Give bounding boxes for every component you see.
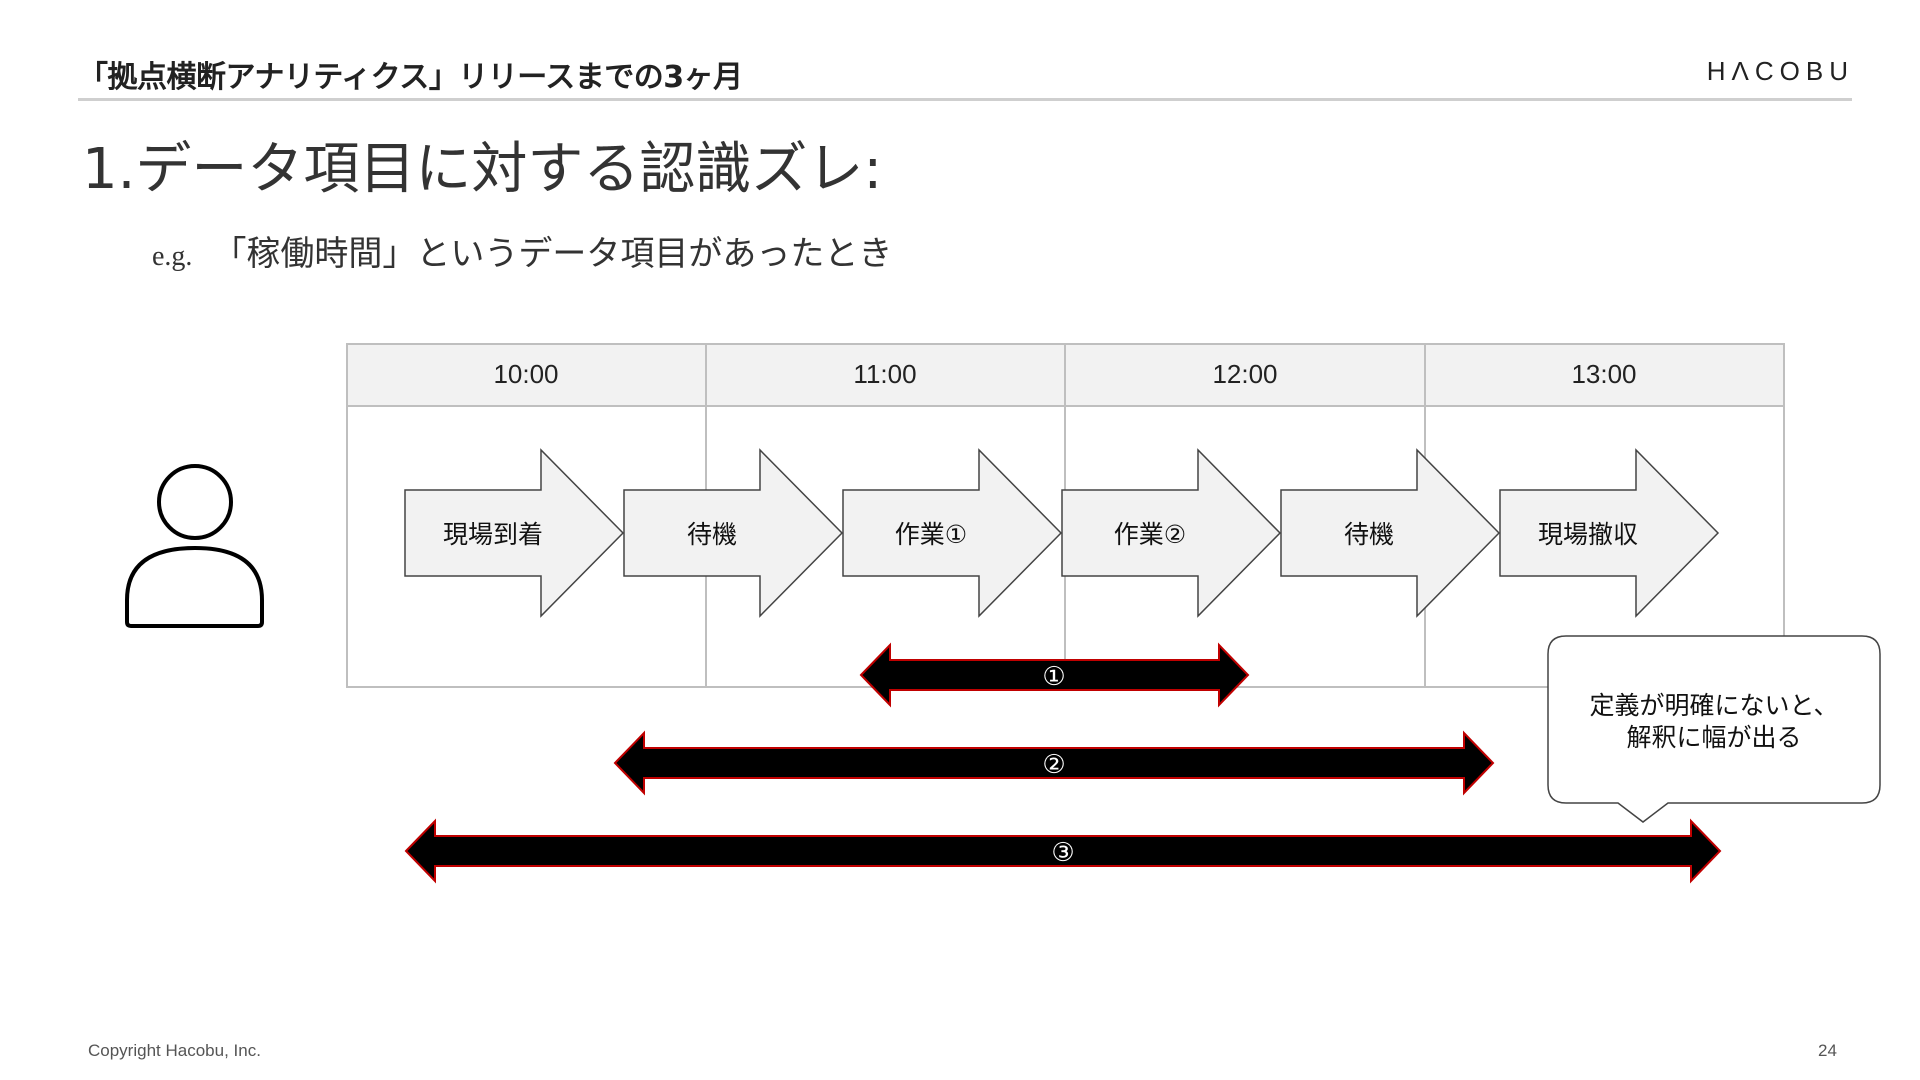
page-number: 24 (1818, 1041, 1837, 1060)
example-text: 「稼働時間」というデータ項目があったとき (212, 234, 893, 274)
step-arrow: 作業② (1061, 448, 1282, 618)
callout-bubble: 定義が明確にないと、 解釈に幅が出る (1547, 635, 1881, 823)
range-arrow-1: ① (859, 642, 1250, 708)
time-label: 12:00 (1212, 359, 1277, 389)
hacobu-logo: HΛCOBU (1706, 56, 1854, 86)
person-icon (125, 464, 264, 628)
step-arrow: 現場到着 (404, 448, 625, 618)
step-arrow: 待機 (623, 448, 844, 618)
range-label: ② (1042, 750, 1065, 780)
callout-line: 解釈に幅が出る (1626, 723, 1801, 752)
step-label: 作業② (1114, 520, 1186, 549)
step-label: 待機 (1344, 520, 1394, 549)
range-arrow-2: ② (613, 730, 1495, 796)
example-line: e.g. 「稼働時間」というデータ項目があったとき (152, 226, 892, 275)
time-label: 13:00 (1571, 359, 1636, 389)
step-arrow: 作業① (842, 448, 1063, 618)
step-label: 現場到着 (443, 520, 543, 549)
step-label: 待機 (687, 520, 737, 549)
range-arrows: ① ② ③ (404, 642, 1722, 884)
time-label: 11:00 (853, 359, 916, 389)
range-arrow-3: ③ (404, 818, 1722, 884)
step-arrow: 待機 (1280, 448, 1501, 618)
example-prefix: e.g. (152, 241, 193, 272)
step-label: 作業① (895, 520, 967, 549)
range-label: ③ (1051, 838, 1074, 868)
time-label: 10:00 (493, 359, 558, 389)
step-label: 現場撤収 (1538, 520, 1638, 549)
header-divider (78, 98, 1852, 101)
callout-line: 定義が明確にないと、 (1589, 691, 1838, 720)
main-title: 1.データ項目に対する認識ズレ: (82, 137, 883, 202)
header-title: 「拠点横断アナリティクス」リリースまでの3ヶ月 (78, 60, 743, 95)
copyright: Copyright Hacobu, Inc. (88, 1041, 261, 1060)
step-arrow: 現場撤収 (1499, 448, 1720, 618)
process-steps: 現場到着 待機 作業① 作業② 待機 現場撤収 (404, 448, 1720, 618)
range-label: ① (1042, 662, 1065, 692)
